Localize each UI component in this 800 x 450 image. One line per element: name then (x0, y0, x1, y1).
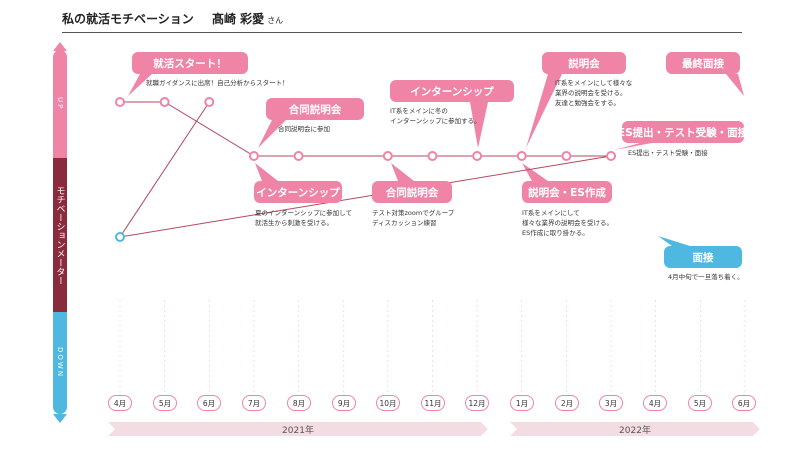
bubble-tail (522, 163, 548, 181)
bubble-tail (128, 74, 152, 96)
month-pill-oct-2021: 10月 (376, 395, 400, 411)
data-point (115, 97, 125, 107)
bubble-tail (255, 163, 278, 181)
month-pill-apr-2021: 4月 (108, 395, 132, 411)
meter-down-segment (53, 312, 67, 414)
event-bubble-internship-1: インターンシップ (254, 181, 342, 203)
event-note-joint-briefing-2: テスト対策zoomでグループ ディスカッション練習 (372, 209, 455, 227)
year-band-2021: 2021年 (108, 422, 488, 436)
month-guides (119, 300, 746, 394)
data-point (159, 97, 170, 107)
event-note-joint-briefing-1: 合同説明会に参加 (278, 125, 330, 133)
month-pill-nov-2021: 11月 (421, 395, 445, 411)
page-title: 私の就活モチベーション 髙崎 彩愛さん (62, 10, 283, 27)
title-text: 私の就活モチベーション (62, 12, 194, 26)
month-pill-aug-2021: 8月 (287, 395, 311, 411)
month-pill-jul-2021: 7月 (242, 395, 266, 411)
data-point (472, 151, 483, 161)
data-point (561, 151, 572, 161)
bubble-tail (526, 74, 562, 148)
event-bubble-joint-briefing-2: 合同説明会 (372, 181, 452, 203)
event-bubble-es-test-interview: ES提出・テスト受験・面接 (618, 121, 748, 143)
month-pill-may-2021: 5月 (153, 395, 177, 411)
data-point (606, 151, 617, 161)
data-point (382, 151, 393, 161)
month-pill-jun-2022: 6月 (732, 395, 756, 411)
data-point (293, 151, 304, 161)
data-point (427, 151, 438, 161)
event-bubble-interview: 面接 (664, 246, 742, 268)
meter-up-segment (53, 50, 67, 158)
event-bubble-job-hunt-start: 就活スタート！ (132, 52, 248, 74)
bubble-tail (258, 120, 286, 148)
meter-up-label: UP (56, 97, 64, 111)
event-note-es-test-interview: ES提出・テスト受験・面接 (628, 149, 708, 157)
event-bubble-briefing: 説明会 (542, 52, 626, 74)
event-bubble-briefing-es: 説明会・ES作成 (522, 181, 612, 203)
month-pill-may-2022: 5月 (688, 395, 712, 411)
bubble-tail (726, 74, 744, 96)
data-point (115, 232, 125, 242)
event-bubble-joint-briefing-1: 合同説明会 (266, 98, 364, 120)
month-pill-feb-2022: 2月 (555, 395, 579, 411)
event-note-internship-2: IT系をメインに冬の インターンシップに参加する。 (390, 107, 481, 125)
meter-title: モチベーションメーター (54, 185, 65, 285)
bubble-tail (470, 102, 488, 148)
bubble-tail (614, 143, 652, 150)
meter-up-arrow-icon (53, 42, 67, 51)
name-suffix: さん (267, 16, 284, 25)
person-name: 髙崎 彩愛 (211, 12, 265, 26)
data-point (248, 151, 259, 161)
event-note-interview: 4月中旬で一旦落ち着く。 (668, 273, 744, 281)
motivation-line (118, 101, 612, 238)
event-bubble-internship-2: インターンシップ (390, 80, 514, 102)
meter-middle-segment (53, 158, 67, 312)
year-band-2022: 2022年 (510, 422, 760, 436)
title-rule (62, 32, 742, 33)
month-pill-jun-2021: 6月 (197, 395, 221, 411)
event-note-internship-1: 夏のインターンシップに参加して 就活生から刺激を受ける。 (255, 209, 352, 227)
month-pill-apr-2022: 4月 (643, 395, 667, 411)
bubble-tail (658, 236, 690, 246)
event-note-briefing-es: IT系をメインにして 様々な業界の説明会を受ける。 ES作成に取り掛かる。 (522, 209, 613, 237)
event-note-briefing: IT系をメインにして様々な 業界の説明会を受ける。 友達と勉強会をする。 (555, 79, 633, 107)
data-points (115, 97, 617, 242)
meter-down-arrow-icon (53, 414, 67, 423)
bubble-tail (391, 163, 414, 181)
month-pill-mar-2022: 3月 (599, 395, 623, 411)
bubble-leaders (128, 74, 744, 246)
month-pill-jan-2022: 1月 (510, 395, 534, 411)
month-pill-dec-2021: 12月 (465, 395, 489, 411)
meter-down-label: DOWN (56, 347, 64, 379)
month-pill-sep-2021: 9月 (332, 395, 356, 411)
data-point (204, 97, 215, 107)
event-note-job-hunt-start: 就職ガイダンスに出席！自己分析からスタート！ (146, 79, 289, 87)
event-bubble-final-interview: 最終面接 (666, 52, 740, 74)
data-point (516, 151, 527, 161)
